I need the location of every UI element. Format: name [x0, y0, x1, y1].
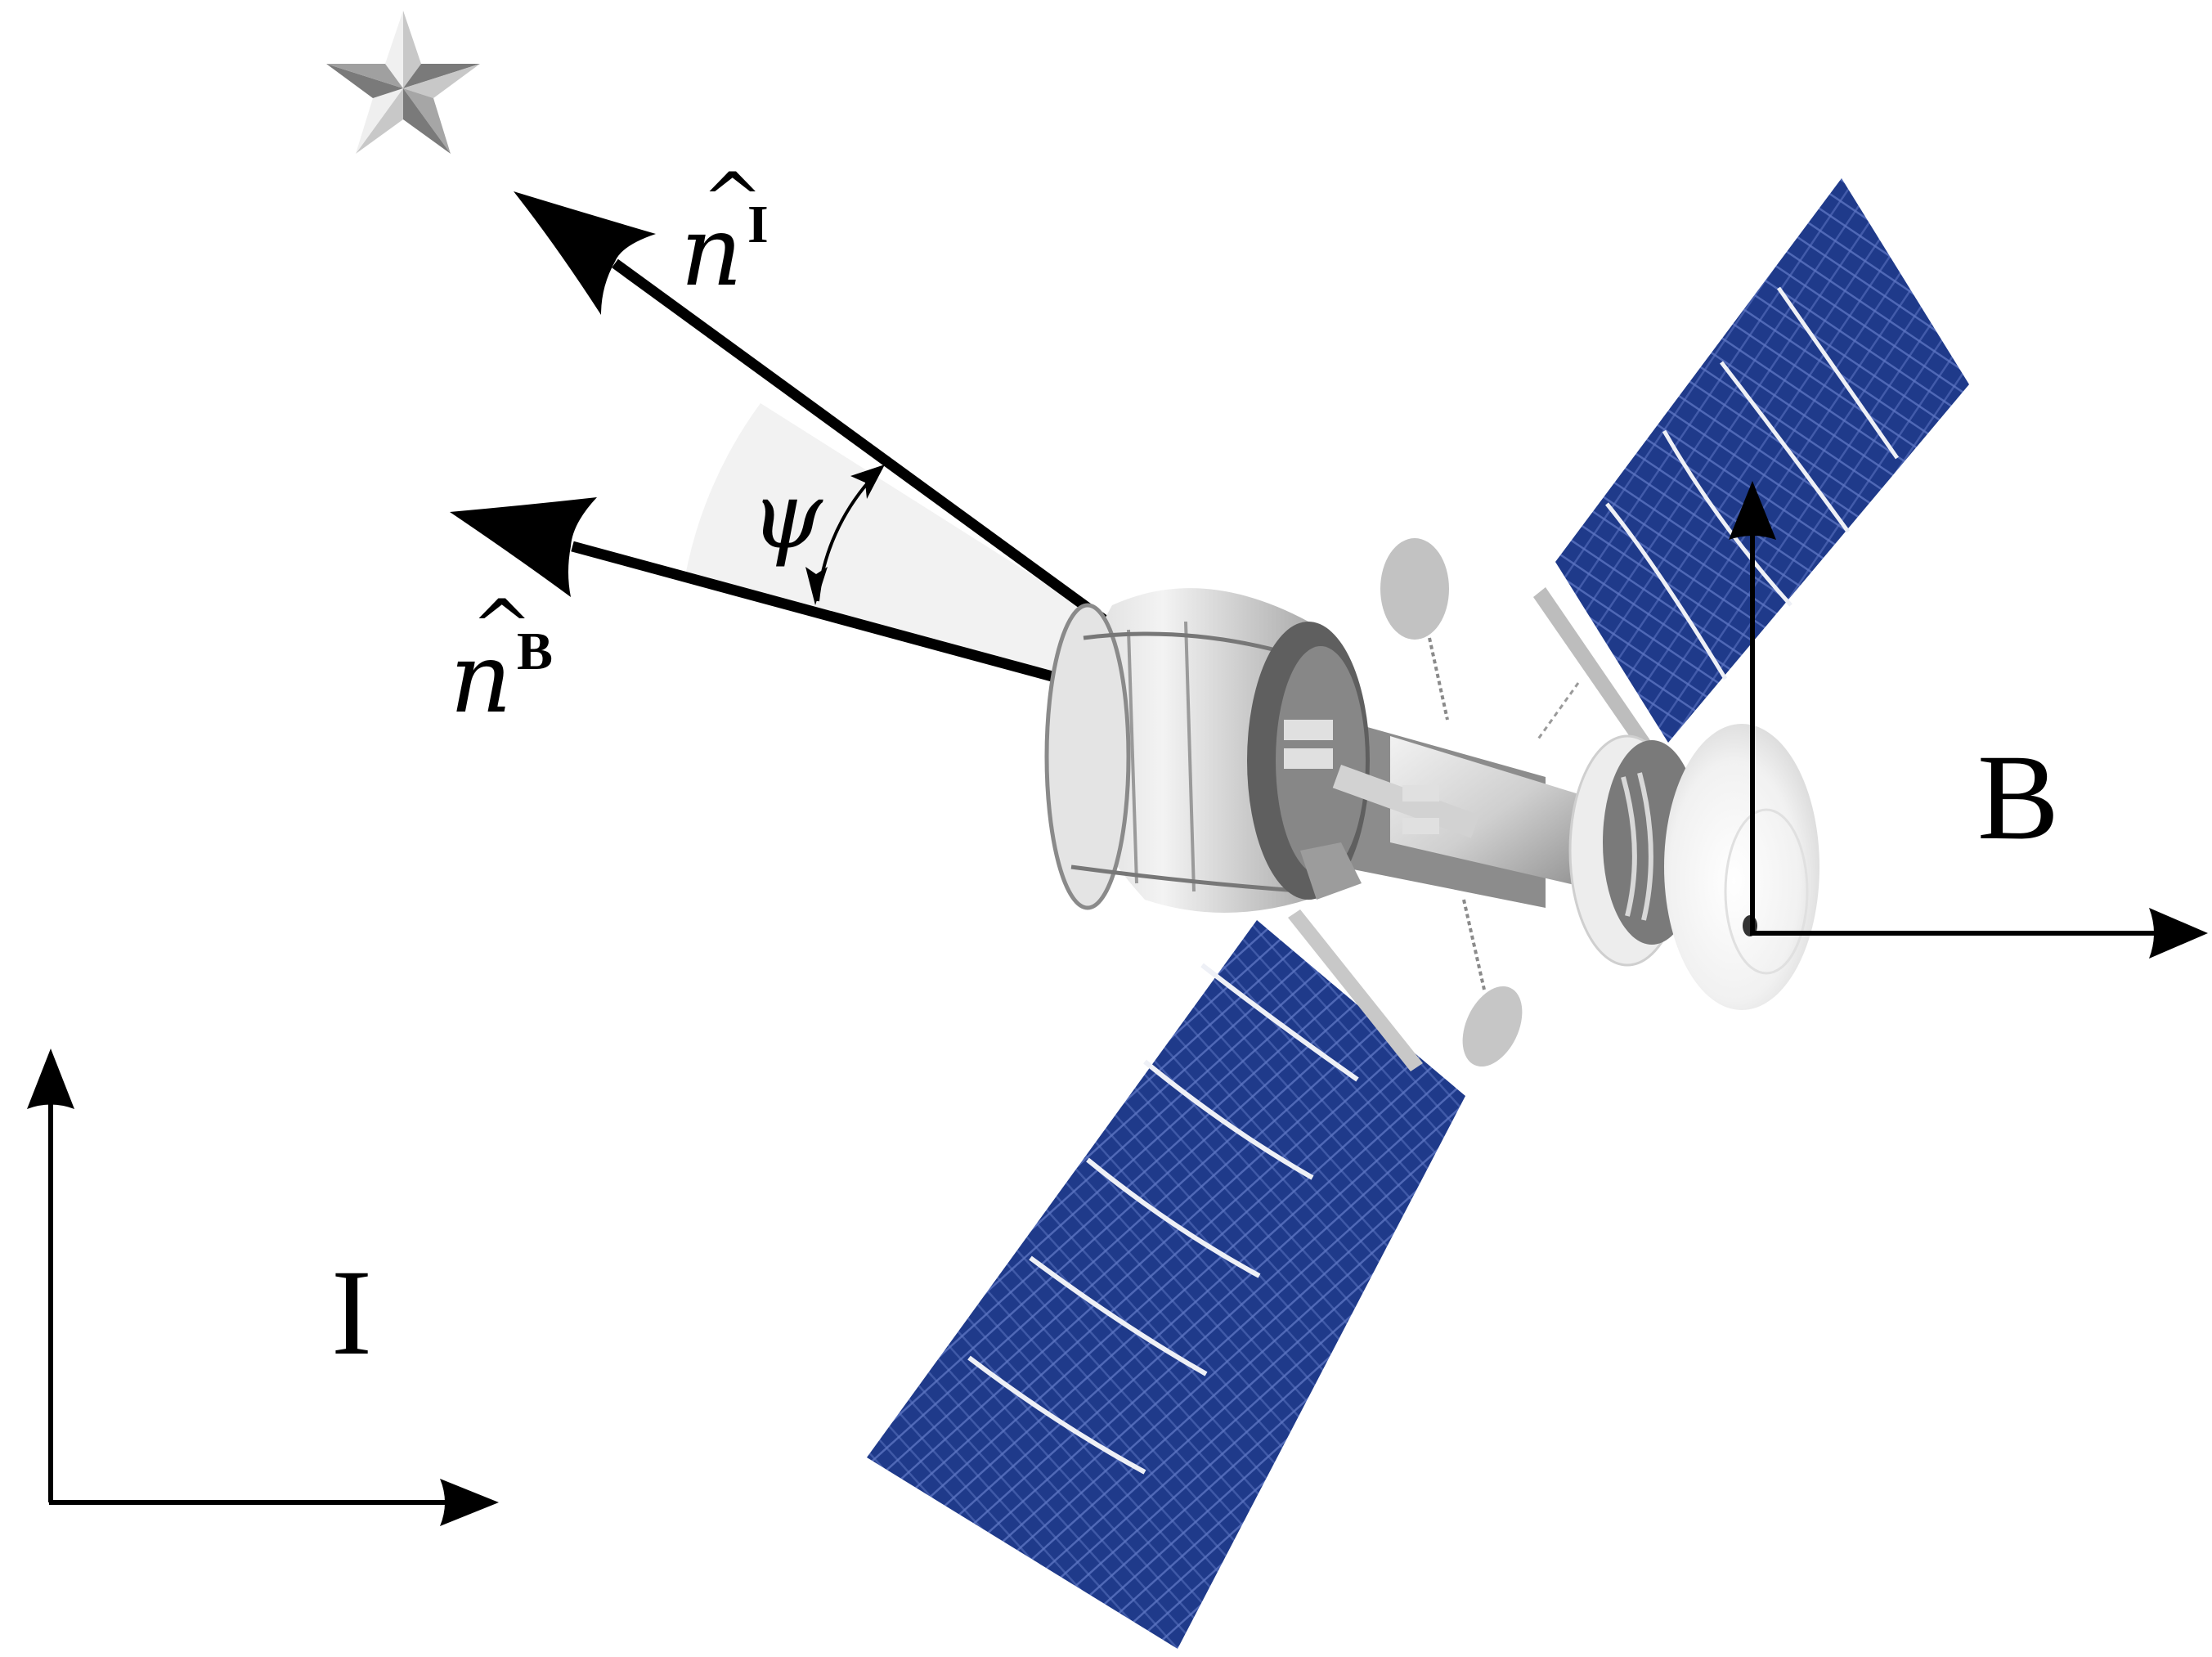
satellite-body	[1044, 538, 1701, 1067]
frame-inertial-axes	[27, 1049, 499, 1526]
angle-wedge	[685, 403, 1112, 680]
label-angle-psi: ψ	[751, 463, 823, 569]
vector-n-inertial	[514, 191, 1115, 631]
satellite-dish	[1664, 724, 1819, 1010]
angle-psi-arc	[805, 465, 885, 605]
arrowhead-icon	[1729, 481, 1776, 540]
label-n-inertial: ^ nI	[680, 164, 769, 300]
arrowhead-icon	[2149, 908, 2208, 959]
frame-body-axes	[1729, 481, 2208, 959]
label-frame-body: B	[1977, 730, 2060, 865]
superscript-frame: I	[747, 194, 769, 254]
star-icon	[326, 11, 480, 154]
vector-symbol: n	[450, 622, 512, 734]
arrowhead-icon	[27, 1049, 74, 1109]
arrowhead-icon	[514, 191, 656, 315]
hat-accent: ^	[471, 584, 533, 670]
vector-n-body	[450, 497, 1069, 686]
solar-panel-lower	[867, 909, 1465, 1649]
hat-accent: ^	[702, 157, 764, 243]
arrowhead-icon	[450, 497, 597, 597]
solar-panel-upper	[1533, 178, 1969, 751]
arrowhead-icon	[440, 1479, 499, 1526]
vector-symbol: n	[680, 195, 743, 308]
label-n-body: ^ nB	[450, 591, 553, 727]
superscript-frame: B	[517, 621, 554, 681]
label-frame-inertial: I	[331, 1245, 372, 1381]
